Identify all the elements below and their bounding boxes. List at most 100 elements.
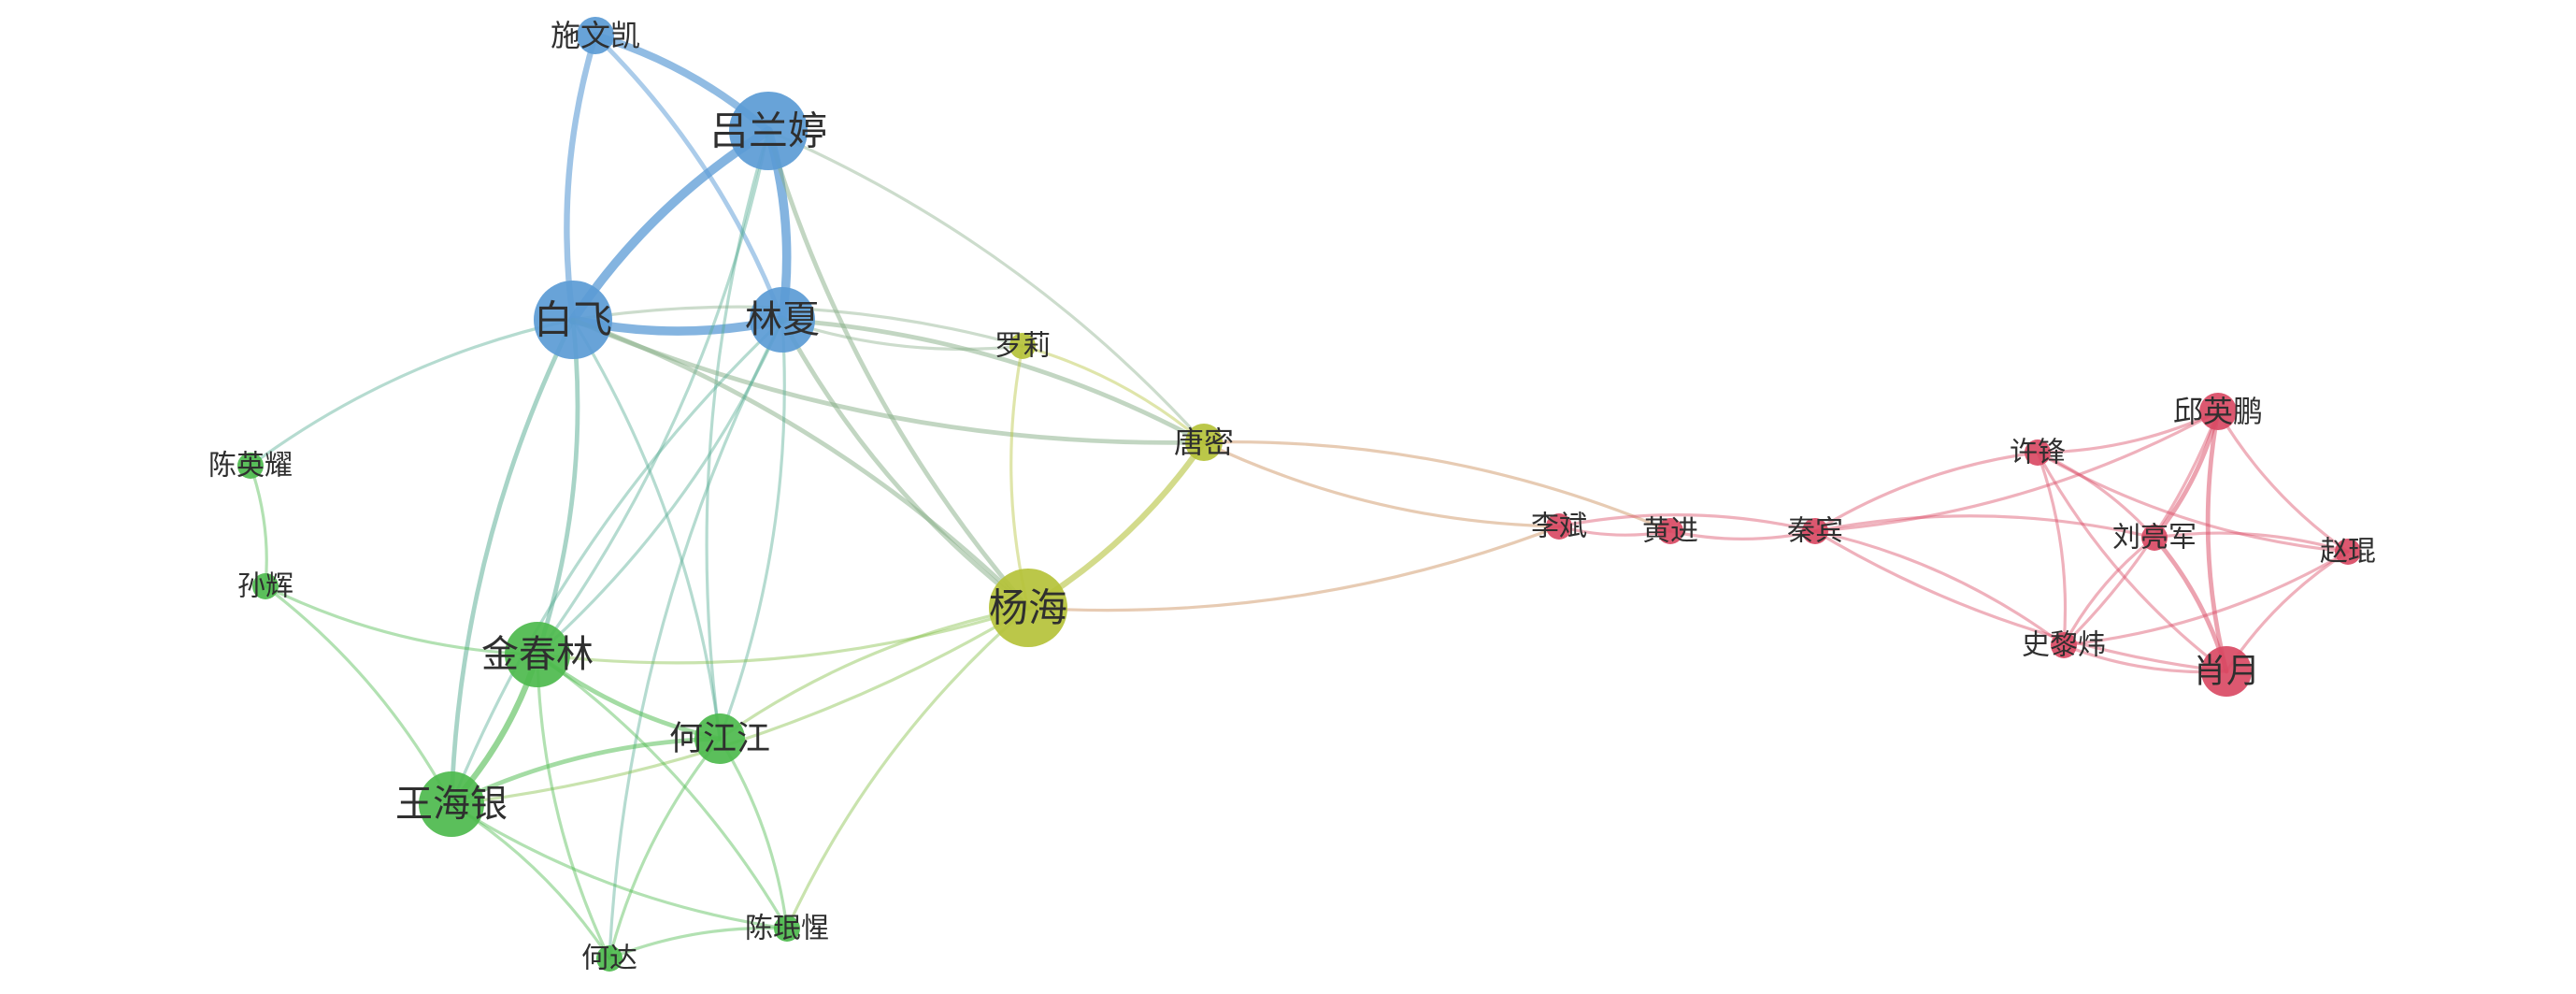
node-label-qiu: 邱英鹏 bbox=[2173, 394, 2263, 429]
node-xiao[interactable] bbox=[2201, 646, 2252, 697]
edge-lin-heda bbox=[608, 318, 784, 960]
edge-yang-jin bbox=[536, 606, 1030, 665]
node-lv[interactable] bbox=[729, 92, 808, 170]
edge-layer bbox=[249, 32, 2350, 960]
node-chenmin[interactable] bbox=[774, 915, 800, 942]
node-label-zhao: 赵琨 bbox=[2320, 536, 2376, 569]
edge-lin-tang bbox=[780, 317, 1207, 445]
node-label-he: 何江江 bbox=[669, 720, 770, 758]
node-label-chenying: 陈英耀 bbox=[208, 450, 293, 483]
edge-lin-he bbox=[718, 318, 786, 741]
edge-lin-yang bbox=[780, 317, 1031, 611]
node-xu[interactable] bbox=[2025, 439, 2051, 466]
edge-qin-xiao bbox=[1813, 529, 2228, 673]
edge-luo-tang bbox=[1021, 344, 1206, 444]
edge-yang-wang bbox=[450, 606, 1030, 806]
edge-sun-wang bbox=[264, 584, 453, 806]
node-tang[interactable] bbox=[1185, 424, 1223, 461]
edge-lv-he bbox=[705, 129, 770, 741]
edge-lin-jin bbox=[536, 318, 784, 656]
node-sun[interactable] bbox=[252, 573, 279, 599]
edge-jin-chenmin bbox=[536, 653, 789, 930]
node-lin[interactable] bbox=[750, 287, 815, 353]
edge-lv-jin bbox=[536, 129, 770, 656]
edge-bai-wang bbox=[449, 317, 576, 807]
edge-lv-yang bbox=[766, 128, 1031, 611]
node-label-shis: 史黎炜 bbox=[2022, 629, 2106, 662]
edge-shi-lin bbox=[593, 33, 785, 323]
edge-chenying-sun bbox=[249, 464, 268, 588]
edge-heda-chenmin bbox=[608, 926, 789, 960]
edge-he-heda bbox=[608, 737, 722, 960]
edge-tang-li bbox=[1202, 440, 1561, 528]
label-layer: 施文凯吕兰婷白飞林夏罗莉唐密杨海陈英耀孙辉金春林何江江王海银何达陈珉惺李斌黄进秦… bbox=[208, 18, 2376, 975]
edge-xu-liu bbox=[2036, 451, 2156, 540]
node-shis[interactable] bbox=[2051, 632, 2077, 658]
edge-he-wang bbox=[449, 736, 723, 807]
node-bai[interactable] bbox=[534, 281, 612, 359]
edge-luo-yang bbox=[1009, 344, 1030, 610]
edge-bai-chenying bbox=[249, 318, 575, 468]
node-label-qin: 秦宾 bbox=[1787, 515, 1843, 548]
edge-liu-shis bbox=[2062, 536, 2156, 647]
node-label-huang: 黄进 bbox=[1642, 515, 1698, 548]
edge-bai-he bbox=[571, 318, 722, 741]
node-he[interactable] bbox=[694, 713, 745, 764]
node-wang[interactable] bbox=[419, 771, 484, 837]
node-label-chenmin: 陈珉惺 bbox=[745, 913, 829, 945]
node-label-liu: 刘亮军 bbox=[2112, 522, 2197, 555]
node-label-li: 李斌 bbox=[1531, 511, 1587, 543]
edge-wang-chenmin bbox=[450, 802, 789, 930]
node-li[interactable] bbox=[1546, 513, 1572, 540]
edge-bai-yang bbox=[570, 317, 1031, 611]
node-yang[interactable] bbox=[989, 569, 1067, 647]
node-liu[interactable] bbox=[2141, 525, 2168, 551]
node-qiu[interactable] bbox=[2199, 393, 2237, 430]
edge-bai-jin bbox=[535, 317, 580, 657]
node-zhao[interactable] bbox=[2335, 539, 2361, 565]
node-label-sun: 孙辉 bbox=[237, 570, 293, 603]
node-huang[interactable] bbox=[1657, 518, 1683, 544]
edge-xu-xiao bbox=[2036, 451, 2228, 673]
node-label-luo: 罗莉 bbox=[995, 330, 1051, 363]
edge-qin-qiu bbox=[1813, 410, 2220, 533]
node-qin[interactable] bbox=[1802, 518, 1828, 544]
edge-xu-shis bbox=[2036, 451, 2068, 647]
node-label-xiao: 肖月 bbox=[2193, 653, 2260, 691]
edge-yang-chenmin bbox=[785, 606, 1030, 930]
node-shi[interactable] bbox=[577, 17, 614, 54]
edge-qiu-xiao bbox=[2205, 409, 2229, 674]
node-label-xu: 许锋 bbox=[2010, 437, 2066, 469]
edge-qin-xu bbox=[1813, 451, 2039, 533]
edge-zhao-shis bbox=[2062, 550, 2350, 647]
node-label-tang: 唐密 bbox=[1174, 425, 1234, 460]
edge-qiu-zhao bbox=[2216, 410, 2350, 554]
node-label-jin: 金春林 bbox=[481, 633, 594, 676]
edge-xu-qiu bbox=[2036, 410, 2220, 454]
node-layer bbox=[237, 17, 2361, 972]
node-label-shi: 施文凯 bbox=[551, 18, 640, 53]
node-chenying[interactable] bbox=[237, 453, 264, 479]
edge-lv-tang bbox=[766, 129, 1206, 444]
node-label-wang: 王海银 bbox=[395, 783, 508, 826]
edge-lin-wang bbox=[450, 318, 784, 806]
edge-jin-heda bbox=[536, 653, 611, 960]
node-label-bai: 白飞 bbox=[534, 297, 612, 343]
edge-xu-zhao bbox=[2036, 451, 2350, 554]
edge-sun-jin bbox=[264, 584, 539, 656]
node-heda[interactable] bbox=[596, 945, 623, 972]
node-jin[interactable] bbox=[505, 622, 570, 687]
edge-wang-heda bbox=[450, 802, 611, 960]
node-label-heda: 何达 bbox=[581, 943, 637, 975]
edge-yang-he bbox=[718, 606, 1030, 741]
edge-huang-qin bbox=[1668, 529, 1817, 540]
node-luo[interactable] bbox=[1009, 333, 1036, 359]
edge-he-chenmin bbox=[718, 737, 789, 930]
edge-yang-li bbox=[1026, 525, 1561, 612]
node-label-yang: 杨海 bbox=[989, 585, 1067, 631]
edge-qin-liu bbox=[1813, 514, 2156, 540]
edge-tang-huang bbox=[1202, 440, 1672, 533]
edge-shi-bai bbox=[564, 32, 599, 324]
edge-liu-zhao bbox=[2153, 531, 2350, 554]
